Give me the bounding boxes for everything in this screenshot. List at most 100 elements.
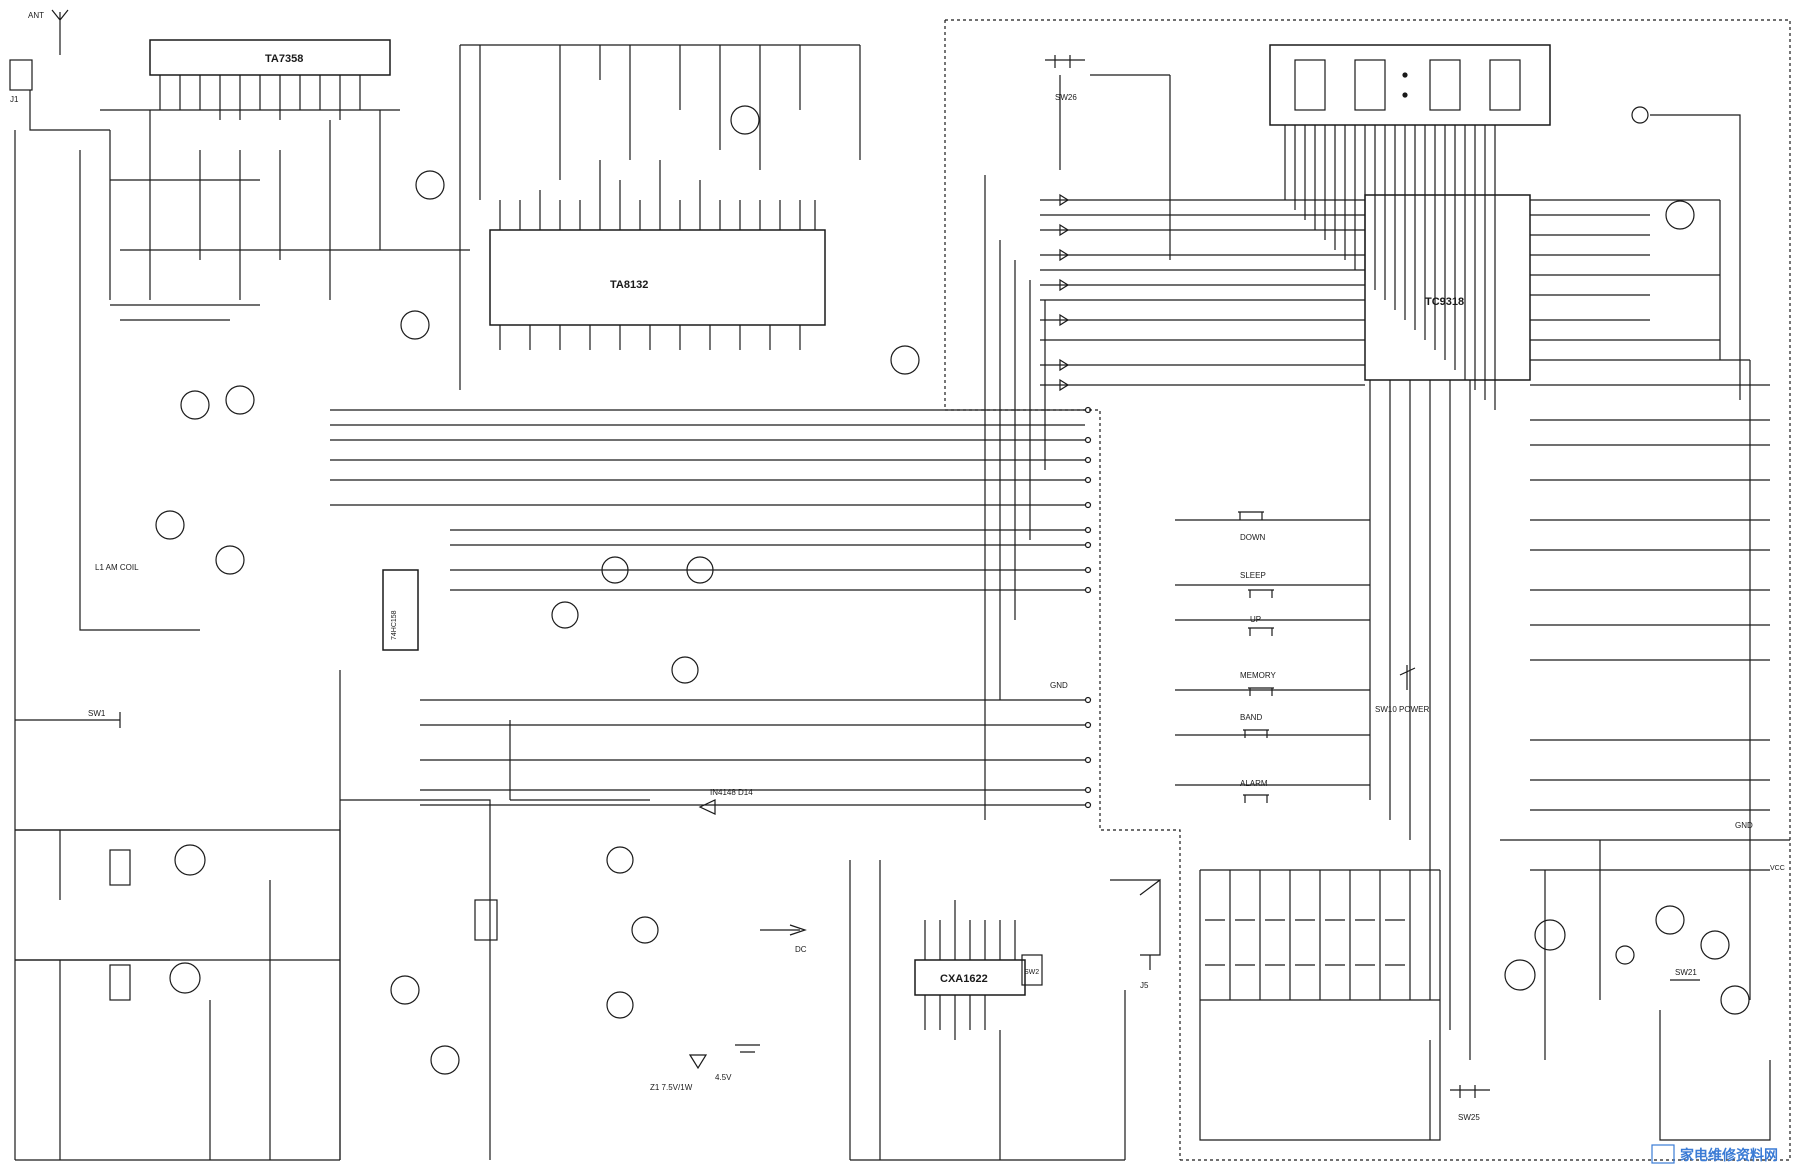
center-connector-pins (1084, 406, 1092, 809)
sw21-label: SW21 (1675, 968, 1697, 977)
transistor-q9 (169, 962, 201, 994)
wire (1530, 199, 1750, 361)
transistor-q30 (1534, 919, 1566, 951)
transistor-q15 (430, 1045, 460, 1075)
down-key[interactable]: DOWN (1238, 511, 1266, 542)
up-key-label: UP (1250, 615, 1261, 624)
switch-sw2: SW2 (1021, 954, 1043, 986)
wire (14, 740, 340, 1160)
transistor-q6 (1655, 905, 1685, 935)
ic-74hc158: 74HC158 (382, 569, 419, 651)
ic-ta8132: TA8132 (489, 160, 826, 350)
switch-sw1: SW1 (15, 709, 121, 728)
transformer-t6 (109, 964, 131, 1001)
speaker-jack-j5: J5 (1110, 878, 1161, 990)
transistor-q31 (1504, 959, 1536, 991)
transistor-q5-right (1720, 985, 1750, 1015)
jack-j1: J1 (9, 59, 33, 104)
battery: 4.5V (715, 1044, 760, 1082)
wire (330, 439, 1085, 591)
diode-d14: IN4148 D14 (698, 788, 753, 815)
ic-ta7358: TA7358 (149, 39, 391, 120)
ta7358-label: TA7358 (265, 53, 303, 65)
wire (100, 109, 470, 321)
led-d19 (1615, 945, 1635, 965)
wire (1059, 74, 1171, 260)
ta8132-label: TA8132 (610, 279, 648, 291)
ic-tc9318: TC9318 (1364, 194, 1531, 381)
dc-label: DC (795, 945, 807, 954)
transistor-q24 (671, 656, 699, 684)
transistor-q16 (730, 105, 760, 135)
led-d24 (1631, 106, 1649, 124)
transistor-q18 (601, 556, 629, 584)
transistor-q2 (155, 510, 185, 540)
digit-3 (1429, 59, 1461, 111)
transistor-q4 (225, 385, 255, 415)
zener-z1: Z1 7.5V/1W (650, 1054, 708, 1092)
switch-sw26: SW26 (1045, 55, 1085, 102)
transistor-q17 (890, 345, 920, 375)
digit-1 (1294, 59, 1326, 111)
display-bus (1284, 125, 1496, 410)
transistor-q10 (415, 170, 445, 200)
transistor-q21 (606, 991, 634, 1019)
wire (459, 44, 861, 390)
zener-label: Z1 7.5V/1W (650, 1083, 693, 1092)
wire (1650, 114, 1751, 1000)
supply-label: 4.5V (715, 1073, 732, 1082)
wire (149, 110, 381, 300)
transformer-t9 (474, 899, 498, 941)
sw26-label: SW26 (1055, 93, 1077, 102)
transistor-q22 (631, 916, 659, 944)
wire (1369, 380, 1471, 1060)
alarm-key[interactable]: ALARM (1240, 779, 1269, 803)
switch-sw21: SW21 (1670, 968, 1700, 981)
cxa1622-label: CXA1622 (940, 973, 988, 985)
gnd-label: GND (1735, 821, 1753, 830)
j5-label: J5 (1140, 981, 1149, 990)
transistor-q11 (400, 310, 430, 340)
antenna: ANT (28, 9, 69, 55)
wire (14, 90, 200, 740)
memory-key[interactable]: MEMORY (1240, 671, 1277, 696)
sleep-key[interactable]: SLEEP (1240, 571, 1274, 598)
wire (330, 409, 1085, 806)
alarm-key-label: ALARM (1240, 779, 1268, 788)
transistor-q5 (215, 545, 245, 575)
wire (1199, 1000, 1441, 1141)
sw25-label: SW25 (1458, 1113, 1480, 1122)
d14-label: IN4148 D14 (710, 788, 753, 797)
transformer-t7 (109, 849, 131, 886)
key-bus (1175, 519, 1370, 786)
digit-4 (1489, 59, 1521, 111)
transistor-q19 (551, 601, 579, 629)
digit-2 (1354, 59, 1386, 111)
up-key[interactable]: UP (1248, 615, 1274, 636)
sleep-key-label: SLEEP (1240, 571, 1266, 580)
power-switch-sw10[interactable]: SW10 POWER (1375, 665, 1429, 714)
diode-bank (1040, 193, 1365, 392)
sw2-label: SW2 (1024, 969, 1039, 976)
switch-sw25: SW25 (1450, 1085, 1490, 1122)
transistor-q4-right (1700, 930, 1730, 960)
transistor-q10-right (1665, 200, 1695, 230)
ic-cxa1622: CXA1622 (914, 900, 1026, 1040)
board-outline-left (944, 20, 1181, 1160)
wire (15, 820, 341, 1161)
down-key-label: DOWN (1240, 533, 1266, 542)
wire (984, 175, 1046, 820)
dc-jack: DC (760, 924, 807, 954)
wire (1500, 839, 1790, 1141)
wire (15, 829, 170, 1020)
band-key[interactable]: BAND (1240, 713, 1269, 738)
preset-keypad (1199, 869, 1441, 1001)
74hc-label: 74HC158 (391, 610, 398, 640)
gnd-label-center: GND (1050, 681, 1068, 690)
right-connector-pins (1530, 384, 1770, 871)
watermark-text: 家电维修资料网 (1680, 1147, 1778, 1163)
antenna-label: ANT (28, 11, 44, 20)
vcc-label: VCC (1770, 865, 1785, 872)
